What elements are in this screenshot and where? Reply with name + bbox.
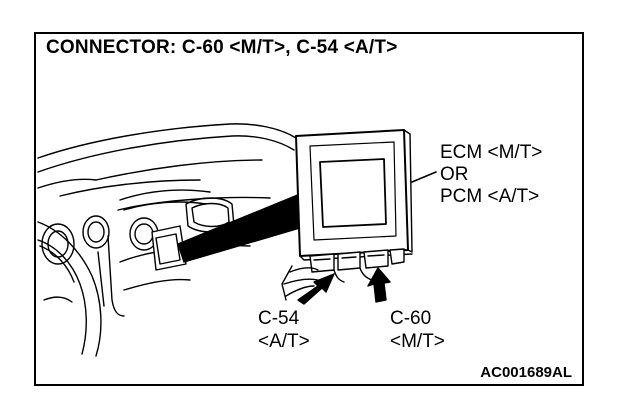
c54-arrow: [297, 273, 335, 305]
ecm-leader-line: [411, 171, 437, 183]
figure-code: AC001689AL: [480, 364, 572, 381]
c54-label-line-2: <A/T>: [258, 331, 310, 352]
c60-label-line-2: <M/T>: [390, 331, 445, 352]
steering-wheel: [37, 221, 102, 357]
ecm-unit: [295, 129, 413, 261]
c60-label-line-1: C-60: [390, 308, 432, 329]
wire-harness: [281, 265, 373, 301]
connector-plugs: [309, 248, 405, 273]
ecm-label-line-3: PCM <A/T>: [440, 186, 540, 207]
c60-arrow: [367, 267, 391, 303]
ecm-label-line-2: OR: [440, 164, 469, 185]
c54-label-line-1: C-54: [258, 308, 300, 329]
diagram-title: CONNECTOR: C-60 <M/T>, C-54 <A/T>: [46, 37, 398, 58]
ecm-label-line-1: ECM <M/T>: [440, 142, 543, 163]
gauge-cluster: [41, 189, 211, 265]
callout-wedge: [177, 193, 301, 263]
ecm-location-marker: [151, 225, 187, 271]
